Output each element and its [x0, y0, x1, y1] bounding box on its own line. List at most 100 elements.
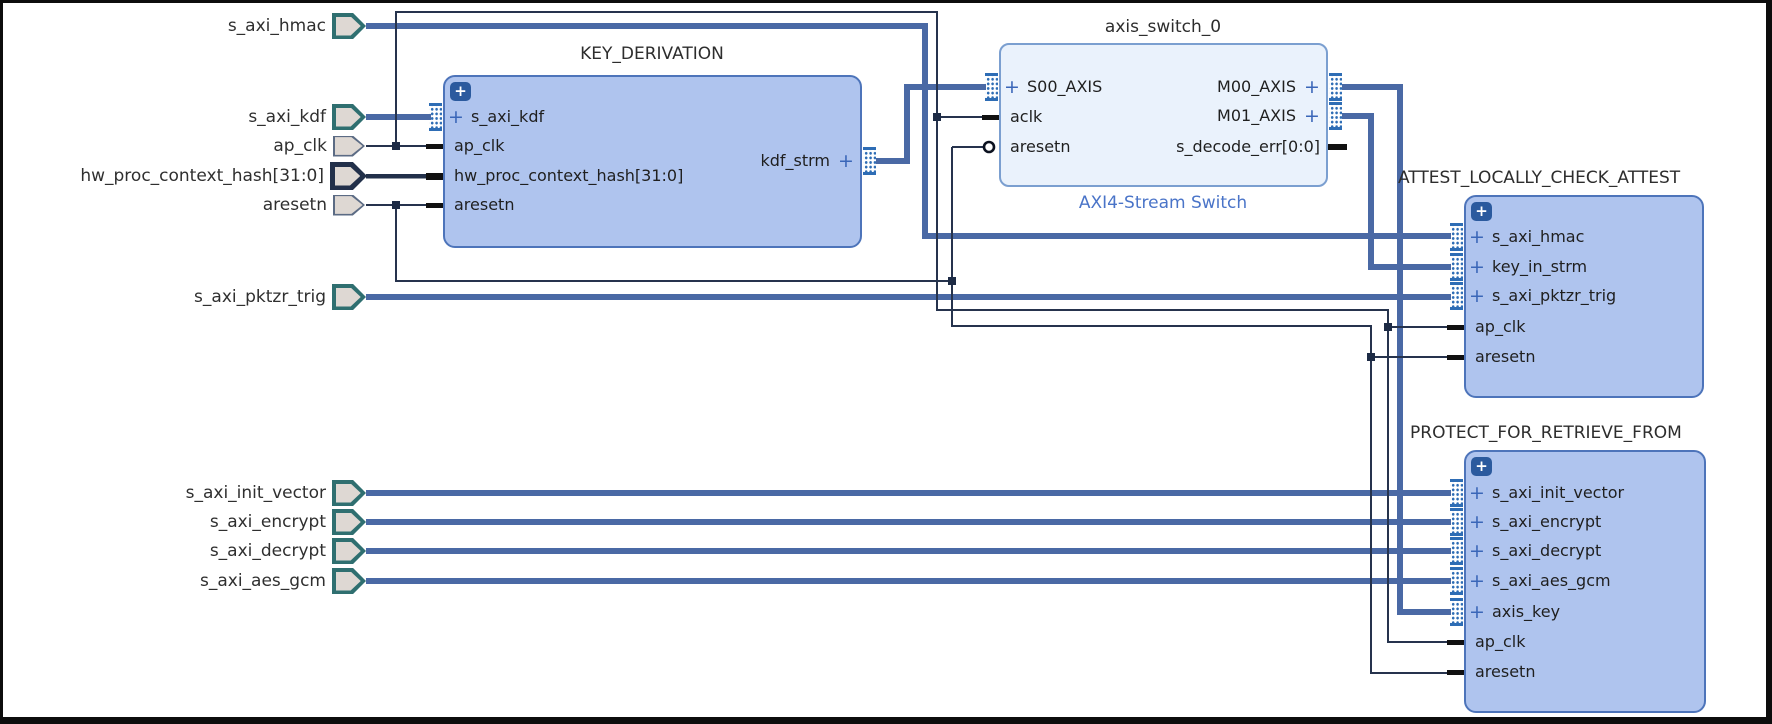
interface-plus-icon: +	[1469, 482, 1485, 504]
pin-stub	[426, 172, 443, 180]
pin-ap-clk[interactable]: ap_clk	[1475, 632, 1526, 651]
pin-aclk[interactable]: aclk	[1010, 107, 1043, 126]
interface-plus-icon: +	[1469, 285, 1485, 307]
external-port-s-axi-hmac[interactable]	[332, 13, 366, 39]
interface-plus-icon: +	[1304, 76, 1320, 98]
port-pentagon-icon	[332, 538, 366, 564]
port-pentagon-icon	[332, 284, 366, 310]
pin-s-axi-kdf[interactable]: s_axi_kdf	[471, 107, 545, 126]
interface-connector-icon	[1450, 598, 1463, 626]
port-pentagon-fill	[335, 483, 361, 503]
port-label: s_axi_kdf	[248, 107, 326, 127]
wire-junction	[933, 113, 941, 121]
port-pentagon-icon	[332, 13, 366, 39]
port-pentagon-icon	[333, 194, 365, 216]
wire-m01_axis_to_key_in_strm[interactable]	[1342, 113, 1451, 270]
port-pentagon-fill	[335, 512, 361, 532]
interface-connector-icon	[1450, 223, 1463, 251]
port-label: s_axi_decrypt	[209, 541, 326, 561]
pin-aresetn[interactable]: aresetn	[1475, 347, 1536, 366]
interface-connector-icon	[1450, 282, 1463, 310]
external-port-ap-clk[interactable]	[333, 135, 365, 157]
external-port-s-axi-kdf[interactable]	[332, 104, 366, 130]
wire-aresetn_trunk_b[interactable]	[951, 147, 1449, 674]
pin-stub	[982, 114, 999, 120]
canvas-border-bottom	[0, 717, 1772, 724]
pin-s-axi-init-vector[interactable]: s_axi_init_vector	[1492, 483, 1625, 502]
wire-ap_clk_trunk[interactable]	[395, 11, 1449, 643]
port-label: s_axi_aes_gcm	[200, 571, 326, 591]
expand-plus-icon[interactable]: +	[1471, 202, 1492, 221]
pin-stub	[426, 202, 443, 208]
block-title: KEY_DERIVATION	[580, 44, 724, 64]
external-port-hw-proc-context-hash[interactable]	[330, 162, 367, 190]
pin-hw-proc-context-hash-31-0[interactable]: hw_proc_context_hash[31:0]	[454, 166, 684, 185]
invert-bubble-icon	[982, 140, 996, 154]
wire-s_axi_hmac_to_attest[interactable]	[366, 23, 1451, 239]
port-label: s_axi_pktzr_trig	[194, 287, 326, 307]
external-port-aresetn[interactable]	[333, 194, 365, 216]
port-pentagon-icon	[332, 568, 366, 594]
wire-m00_axis_to_axis_key[interactable]	[1342, 84, 1451, 615]
pin-stub	[1447, 669, 1464, 675]
block-title: PROTECT_FOR_RETRIEVE_FROM	[1410, 423, 1682, 443]
pin-s-axi-decrypt[interactable]: s_axi_decrypt	[1492, 541, 1602, 560]
pin-s-axi-encrypt[interactable]: s_axi_encrypt	[1492, 512, 1602, 531]
pin-kdf-strm[interactable]: kdf_strm	[760, 151, 830, 170]
port-label: s_axi_init_vector	[185, 483, 326, 503]
interface-connector-icon	[1450, 508, 1463, 536]
port-label: ap_clk	[273, 136, 327, 156]
pin-stub	[1447, 324, 1464, 330]
wire-kdf_strm_to_s00_axis[interactable]	[876, 84, 986, 164]
block-key-derivation[interactable]	[443, 75, 862, 248]
interface-connector-icon	[1450, 537, 1463, 565]
interface-connector-icon	[1450, 479, 1463, 507]
canvas-border-right	[1766, 0, 1772, 724]
port-pentagon-icon	[333, 135, 365, 157]
pin-aresetn[interactable]: aresetn	[1475, 662, 1536, 681]
block-protect-for-retrieve-from[interactable]	[1464, 450, 1706, 713]
interface-connector-icon	[1329, 73, 1342, 101]
interface-connector-icon	[1450, 567, 1463, 595]
pin-s-axi-pktzr-trig[interactable]: s_axi_pktzr_trig	[1492, 286, 1617, 305]
external-port-s-axi-decrypt[interactable]	[332, 538, 366, 564]
port-pentagon-fill	[335, 541, 361, 561]
external-port-s-axi-init-vector[interactable]	[332, 480, 366, 506]
pin-axis-key[interactable]: axis_key	[1492, 602, 1561, 621]
port-label: s_axi_hmac	[227, 16, 326, 36]
interface-plus-icon: +	[1469, 256, 1485, 278]
pin-m01-axis[interactable]: M01_AXIS	[1217, 106, 1296, 125]
pin-s-axi-aes-gcm[interactable]: s_axi_aes_gcm	[1492, 571, 1611, 590]
port-pentagon-fill	[334, 137, 363, 155]
port-label: hw_proc_context_hash[31:0]	[80, 166, 324, 186]
pin-s-axi-hmac[interactable]: s_axi_hmac	[1492, 227, 1585, 246]
pin-aresetn[interactable]: aresetn	[1010, 137, 1071, 156]
wire-aresetn_trunk_a[interactable]	[395, 205, 952, 282]
pin-ap-clk[interactable]: ap_clk	[1475, 317, 1526, 336]
pin-aresetn[interactable]: aresetn	[454, 195, 515, 214]
port-pentagon-fill	[334, 196, 363, 214]
expand-plus-icon[interactable]: +	[1471, 457, 1492, 476]
pin-stub	[1447, 639, 1464, 645]
expand-plus-icon[interactable]: +	[450, 82, 471, 101]
wire-junction	[1384, 323, 1392, 331]
block-attest-locally-check-attest[interactable]	[1464, 195, 1704, 398]
pin-m00-axis[interactable]: M00_AXIS	[1217, 77, 1296, 96]
external-port-s-axi-pktzr-trig[interactable]	[332, 284, 366, 310]
port-pentagon-fill	[335, 16, 361, 36]
interface-connector-icon	[1329, 102, 1342, 130]
block-axis-switch-0[interactable]	[999, 43, 1328, 187]
wire-junction	[392, 201, 400, 209]
external-port-s-axi-encrypt[interactable]	[332, 509, 366, 535]
external-port-s-axi-aes-gcm[interactable]	[332, 568, 366, 594]
pin-key-in-strm[interactable]: key_in_strm	[1492, 257, 1588, 276]
block-title: ATTEST_LOCALLY_CHECK_ATTEST	[1398, 168, 1681, 188]
pin-s-decode-err-0-0[interactable]: s_decode_err[0:0]	[1176, 137, 1320, 156]
pin-s00-axis[interactable]: S00_AXIS	[1027, 77, 1103, 96]
interface-plus-icon: +	[1469, 511, 1485, 533]
pin-ap-clk[interactable]: ap_clk	[454, 136, 505, 155]
block-sublabel: AXI4-Stream Switch	[1078, 193, 1248, 213]
interface-plus-icon: +	[1304, 105, 1320, 127]
